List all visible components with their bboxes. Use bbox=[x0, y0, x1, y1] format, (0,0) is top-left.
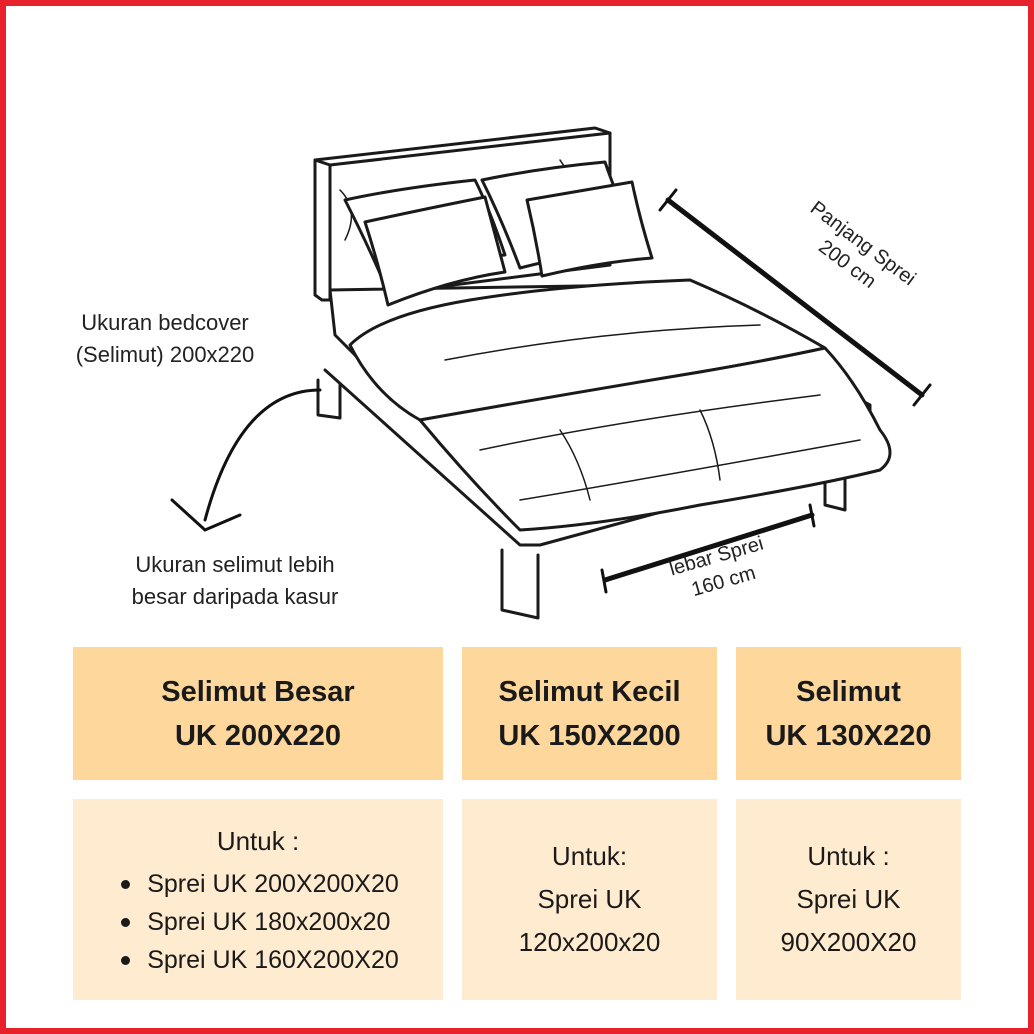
card-body-selimut: Untuk : Sprei UK 90X200X20 bbox=[736, 799, 961, 1000]
card-for-label: Untuk : bbox=[216, 826, 300, 856]
card-size: UK 200X220 bbox=[174, 719, 342, 752]
sheet-size-list: Sprei UK 200X200X20 Sprei UK 180x200x20 … bbox=[117, 865, 399, 979]
card-sheet-size: 90X200X20 bbox=[780, 927, 917, 957]
card-title: Selimut Besar bbox=[161, 675, 355, 708]
curved-arrow-icon bbox=[203, 388, 322, 522]
card-sheet-line: Sprei UK bbox=[796, 884, 901, 914]
card-for-label: Untuk: bbox=[551, 841, 628, 871]
bigger-note-line1: Ukuran selimut lebih bbox=[135, 552, 335, 577]
card-for-label: Untuk : bbox=[807, 841, 890, 871]
card-size: UK 130X220 bbox=[765, 719, 932, 752]
list-item: Sprei UK 200X200X20 bbox=[117, 865, 399, 903]
list-item: Sprei UK 160X200X20 bbox=[117, 941, 399, 979]
card-body-selimut-kecil: Untuk: Sprei UK 120x200x20 bbox=[462, 799, 717, 1000]
card-header-selimut: Selimut UK 130X220 bbox=[736, 647, 961, 780]
card-header-selimut-besar: Selimut Besar UK 200X220 bbox=[73, 647, 443, 780]
card-size: UK 150X2200 bbox=[498, 719, 681, 752]
bedcover-size-note: Ukuran bedcover (Selimut) 200x220 bbox=[50, 307, 280, 371]
list-item: Sprei UK 180x200x20 bbox=[117, 903, 399, 941]
card-sheet-line: Sprei UK bbox=[537, 884, 642, 914]
bedcover-note-line1: Ukuran bedcover bbox=[81, 310, 249, 335]
bedcover-note-line2: (Selimut) 200x220 bbox=[75, 342, 255, 367]
card-header-selimut-kecil: Selimut Kecil UK 150X2200 bbox=[462, 647, 717, 780]
card-body-selimut-besar: Untuk : Sprei UK 200X200X20 Sprei UK 180… bbox=[73, 799, 443, 1000]
bigger-size-note: Ukuran selimut lebih besar daripada kasu… bbox=[100, 549, 370, 613]
bed-illustration bbox=[170, 126, 932, 620]
card-title: Selimut bbox=[796, 675, 901, 708]
card-sheet-size: 120x200x20 bbox=[518, 927, 661, 957]
card-title: Selimut Kecil bbox=[498, 675, 681, 708]
bigger-note-line2: besar daripada kasur bbox=[131, 584, 339, 609]
